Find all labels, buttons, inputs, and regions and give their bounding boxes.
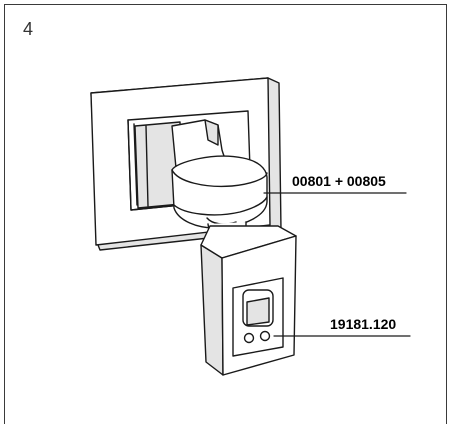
figure-frame xyxy=(4,4,447,424)
sensor-head xyxy=(171,155,268,229)
switch-box xyxy=(200,225,297,376)
figure-number: 4 xyxy=(23,19,34,39)
label-switch-unit: 19181.120 xyxy=(330,316,396,332)
label-sensor: 00801 + 00805 xyxy=(292,173,386,189)
